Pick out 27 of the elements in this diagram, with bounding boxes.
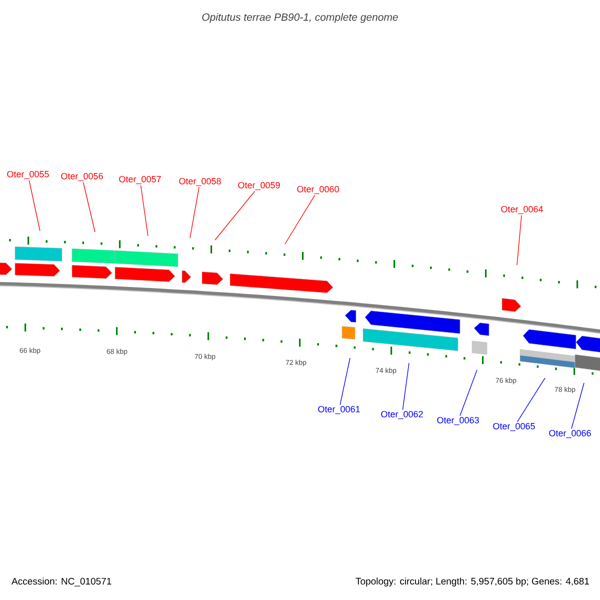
accession-text: Accession: NC_010571 — [12, 578, 112, 586]
leader-line — [516, 214, 522, 266]
gene-label: Oter_0057 — [119, 176, 161, 184]
leader-line — [28, 180, 40, 232]
leader-line — [140, 184, 148, 236]
gene-label: Oter_0062 — [381, 410, 423, 420]
leader-line — [284, 194, 316, 244]
leader-line — [402, 362, 410, 410]
gene-label: Oter_0060 — [297, 186, 339, 194]
gene-label: Oter_0055 — [7, 170, 49, 180]
leader-line — [82, 182, 96, 232]
leader-line — [214, 190, 256, 240]
leader-line — [571, 382, 584, 430]
leader-line — [190, 186, 200, 238]
leader-line — [460, 370, 478, 416]
gene-label: Oter_0058 — [179, 178, 221, 186]
gene-label: Oter_0065 — [493, 422, 535, 432]
gene-label: Oter_0063 — [437, 416, 479, 426]
gene-label: Oter_0064 — [501, 206, 543, 214]
gene-label: Oter_0061 — [318, 406, 360, 414]
gene-label: Oter_0056 — [61, 172, 103, 182]
leader-line — [340, 358, 350, 406]
genome-info-text: Topology: circular; Length: 5,957,605 bp; Genes: 4,681 — [356, 578, 589, 586]
gene-label: Oter_0059 — [238, 182, 280, 190]
leader-line — [516, 378, 546, 422]
gene-label: Oter_0066 — [549, 430, 591, 438]
title: Opitutus terrae PB90-1, complete genome — [202, 13, 398, 23]
